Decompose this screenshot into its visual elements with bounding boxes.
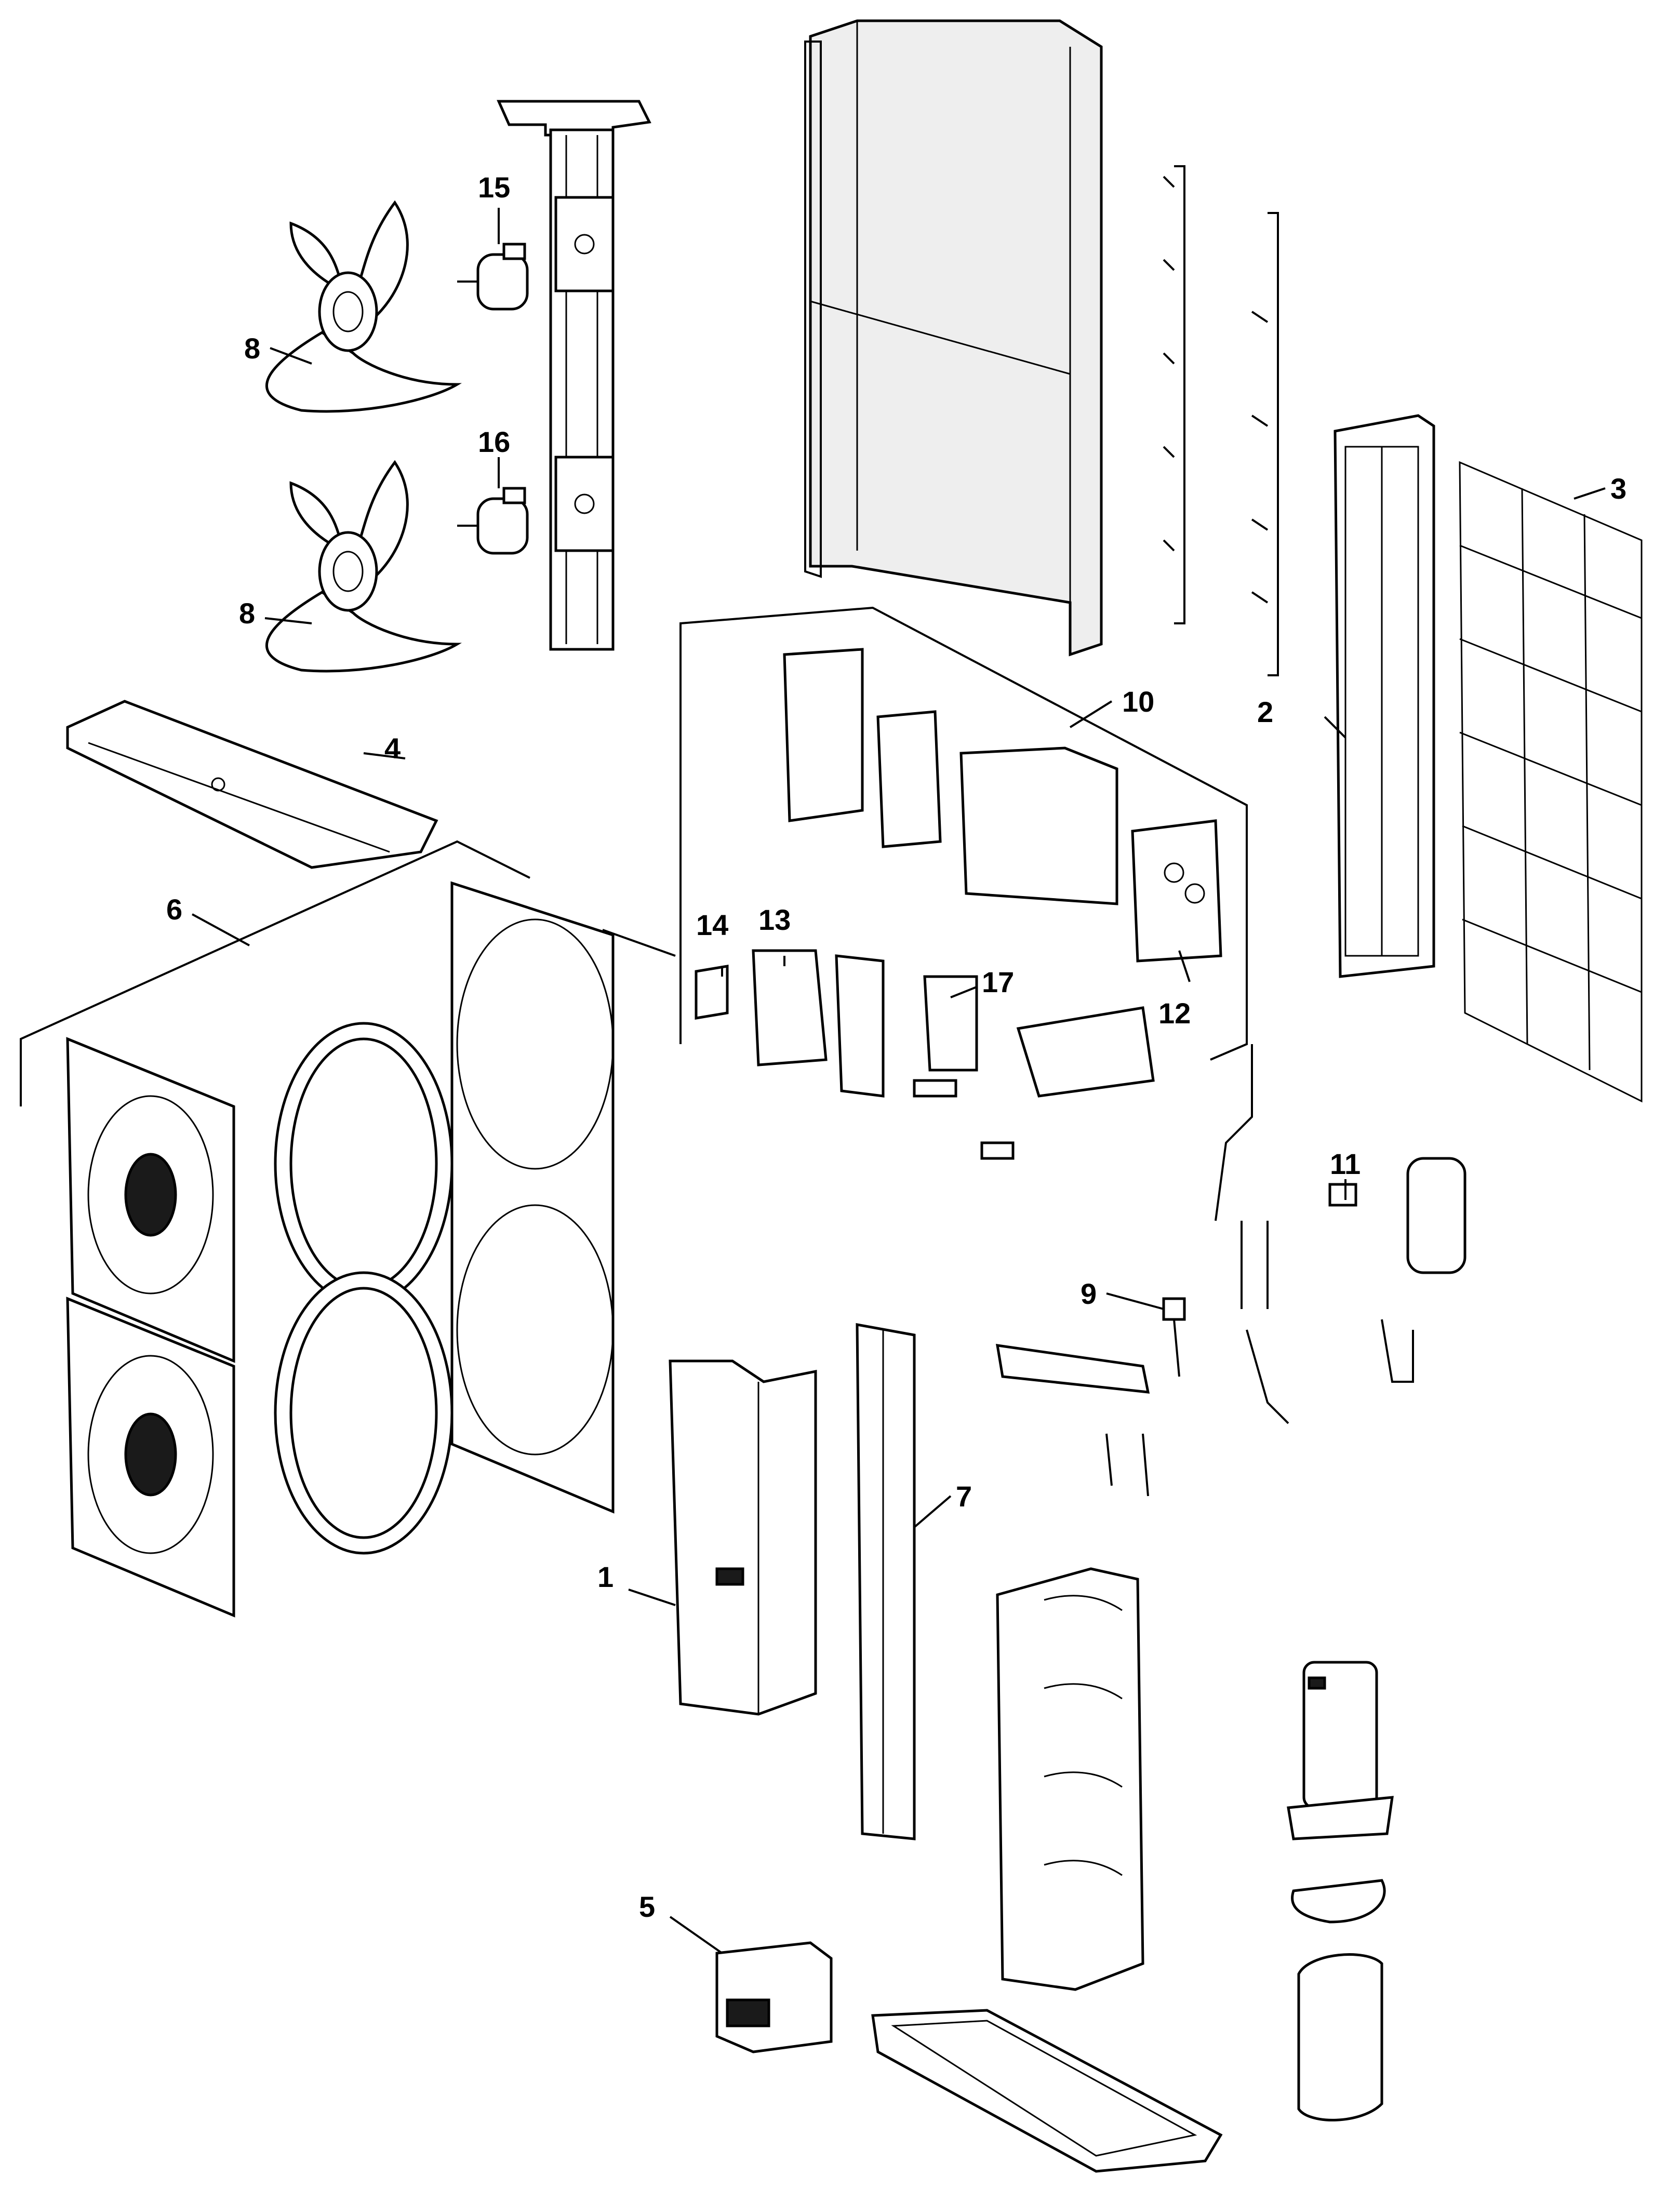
rear-guard-grille (1459, 461, 1643, 1103)
rear-panel-frame (1334, 414, 1435, 978)
fan-motor-upper (457, 243, 529, 311)
callout-17: 17 (982, 966, 1014, 998)
refrigerant-pipe-assembly (1163, 165, 1279, 676)
top-panel (66, 700, 438, 869)
callout-12: 12 (1158, 997, 1191, 1030)
callout-10: 10 (1122, 685, 1154, 718)
leader-lines (192, 208, 1606, 1954)
front-grille-lower (66, 1297, 235, 1618)
fan-propeller-upper (265, 200, 462, 413)
callout-labels: 1 2 3 4 5 6 7 8 8 9 10 11 12 13 14 15 16… (166, 171, 1626, 1923)
callout-7: 7 (956, 1480, 972, 1513)
bell-mouth-upper (274, 1022, 454, 1305)
callout-6: 6 (166, 893, 182, 926)
front-grille-upper (66, 1037, 235, 1363)
base-pan (871, 2009, 1223, 2173)
heat-exchanger-coil (804, 19, 1103, 657)
corner-support (856, 1323, 916, 1840)
rear-side-panel (996, 1567, 1144, 1991)
callout-8b: 8 (239, 597, 255, 630)
callout-3: 3 (1610, 472, 1626, 505)
electrical-box-group (679, 606, 1248, 1160)
side-panel (669, 1359, 817, 1716)
bell-mouth-lower (274, 1271, 454, 1555)
callout-13: 13 (758, 903, 791, 936)
terminal-cover (715, 1941, 833, 2053)
callout-5: 5 (639, 1890, 655, 1923)
compressor-gasket (1291, 1879, 1386, 1924)
callout-15: 15 (478, 171, 510, 204)
fan-propeller-lower (265, 460, 462, 673)
callout-2: 2 (1257, 696, 1273, 728)
callout-11: 11 (1330, 1147, 1361, 1180)
compressor (1287, 1661, 1394, 1840)
callout-14: 14 (696, 909, 728, 941)
callout-4: 4 (384, 732, 401, 765)
callout-8a: 8 (244, 332, 260, 365)
front-panel-frame (450, 881, 615, 1514)
callout-16: 16 (478, 425, 510, 458)
compressor-jacket (1297, 1953, 1383, 2121)
callout-1: 1 (597, 1560, 614, 1593)
fan-motor-lower (457, 487, 529, 555)
refrigerant-components (995, 1044, 1466, 1497)
callout-9: 9 (1081, 1277, 1097, 1310)
motor-support-bracket (497, 100, 651, 651)
